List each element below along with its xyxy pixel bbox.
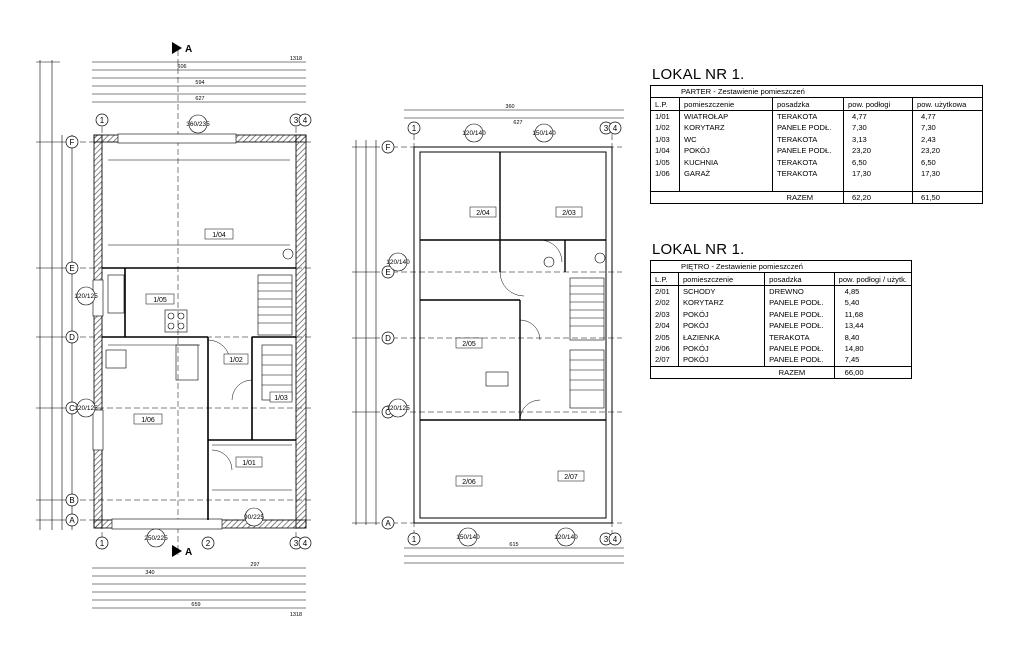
room-label-1-06: 1/06 [141, 417, 155, 424]
room-label-2-05: 2/05 [462, 341, 476, 348]
floor-plans: F E D C B A 1 3 4 1 2 3 4 A A [36, 42, 624, 618]
grid-row-d: D [69, 333, 75, 342]
svg-text:1318: 1318 [290, 56, 302, 62]
grid-row-c: C [385, 408, 391, 417]
svg-text:2: 2 [206, 539, 211, 548]
svg-text:A: A [185, 44, 192, 55]
svg-text:4: 4 [613, 535, 618, 544]
svg-text:3: 3 [294, 539, 299, 548]
window-tag: 120/125 [74, 293, 98, 300]
svg-text:4: 4 [303, 539, 308, 548]
svg-text:4: 4 [613, 124, 618, 133]
room-label-2-04: 2/04 [476, 210, 490, 217]
svg-text:1: 1 [412, 124, 417, 133]
grid-row-c: C [69, 404, 75, 413]
table-sum-row: RAZEM 62,20 61,50 [650, 190, 983, 204]
section-marker-bottom: A [172, 545, 192, 558]
room-label-2-06: 2/06 [462, 479, 476, 486]
grid-row-a: A [385, 519, 391, 528]
room-label-1-01: 1/01 [242, 460, 256, 467]
window-tag: 120/125 [386, 405, 410, 412]
pietro-table-title: LOKAL NR 1. [652, 241, 745, 258]
svg-text:4: 4 [303, 116, 308, 125]
section-marker-top: A [172, 42, 192, 55]
grid-row-e: E [69, 264, 74, 273]
parter-room-table: PARTER - Zestawienie pomieszczeń L.P. po… [650, 85, 983, 204]
grid-row-e: E [385, 268, 390, 277]
svg-text:627: 627 [513, 120, 522, 126]
svg-text:594: 594 [195, 80, 204, 86]
window-tag: 120/140 [554, 534, 578, 541]
pietro-room-table: PIĘTRO - Zestawienie pomieszczeń L.P. po… [650, 260, 912, 379]
table-header-row: L.P. pomieszczenie posadzka pow. podłogi… [650, 272, 912, 286]
svg-text:360: 360 [505, 104, 514, 110]
pietro-table-subtitle: PIĘTRO - Zestawienie pomieszczeń [650, 260, 912, 274]
room-label-1-02: 1/02 [229, 357, 243, 364]
svg-text:A: A [185, 547, 192, 558]
svg-text:1: 1 [100, 539, 105, 548]
table-header-row: L.P. pomieszczenie posadzka pow. podłogi… [650, 97, 983, 111]
svg-text:340: 340 [145, 570, 154, 576]
window-tag: 90/225 [244, 514, 264, 521]
parter-table-title: LOKAL NR 1. [652, 66, 745, 83]
window-tag: 250/225 [144, 535, 168, 542]
svg-text:1: 1 [100, 116, 105, 125]
svg-text:1: 1 [412, 535, 417, 544]
room-label-2-07: 2/07 [564, 474, 578, 481]
parter-table-subtitle: PARTER - Zestawienie pomieszczeń [650, 85, 983, 99]
ground-grid-cols-top: 1 3 4 [95, 113, 312, 127]
svg-text:3: 3 [604, 535, 609, 544]
grid-row-f: F [70, 138, 75, 147]
room-label-1-05: 1/05 [153, 297, 167, 304]
grid-row-d: D [385, 334, 391, 343]
grid-row-a: A [69, 516, 75, 525]
room-label-1-03: 1/03 [274, 395, 288, 402]
svg-text:627: 627 [195, 96, 204, 102]
svg-text:659: 659 [191, 602, 200, 608]
window-tag: 120/140 [462, 130, 486, 137]
window-tag: 120/125 [74, 405, 98, 412]
room-label-2-03: 2/03 [562, 210, 576, 217]
svg-text:297: 297 [250, 562, 259, 568]
svg-text:1318: 1318 [290, 612, 302, 618]
svg-text:3: 3 [294, 116, 299, 125]
ground-floor-plan: F E D C B A 1 3 4 1 2 3 4 A A [36, 42, 312, 618]
window-tag: 150/140 [456, 534, 480, 541]
svg-text:606: 606 [177, 64, 186, 70]
room-label-1-04: 1/04 [212, 232, 226, 239]
window-tag: 360/235 [186, 121, 210, 128]
grid-row-f: F [386, 143, 391, 152]
svg-text:615: 615 [509, 542, 518, 548]
grid-row-b: B [69, 496, 74, 505]
ground-grid-cols-bottom: 1 2 3 4 [95, 536, 312, 550]
window-tag: 120/140 [386, 259, 410, 266]
table-sum-row: RAZEM 66,00 [650, 365, 912, 379]
window-tag: 150/140 [532, 130, 556, 137]
upper-floor-plan: F E D C A 1 3 4 1 3 4 2/04 2/03 2/05 2/0… [352, 104, 624, 564]
ground-grid-rows: F E D C B A [65, 135, 79, 527]
svg-text:3: 3 [604, 124, 609, 133]
